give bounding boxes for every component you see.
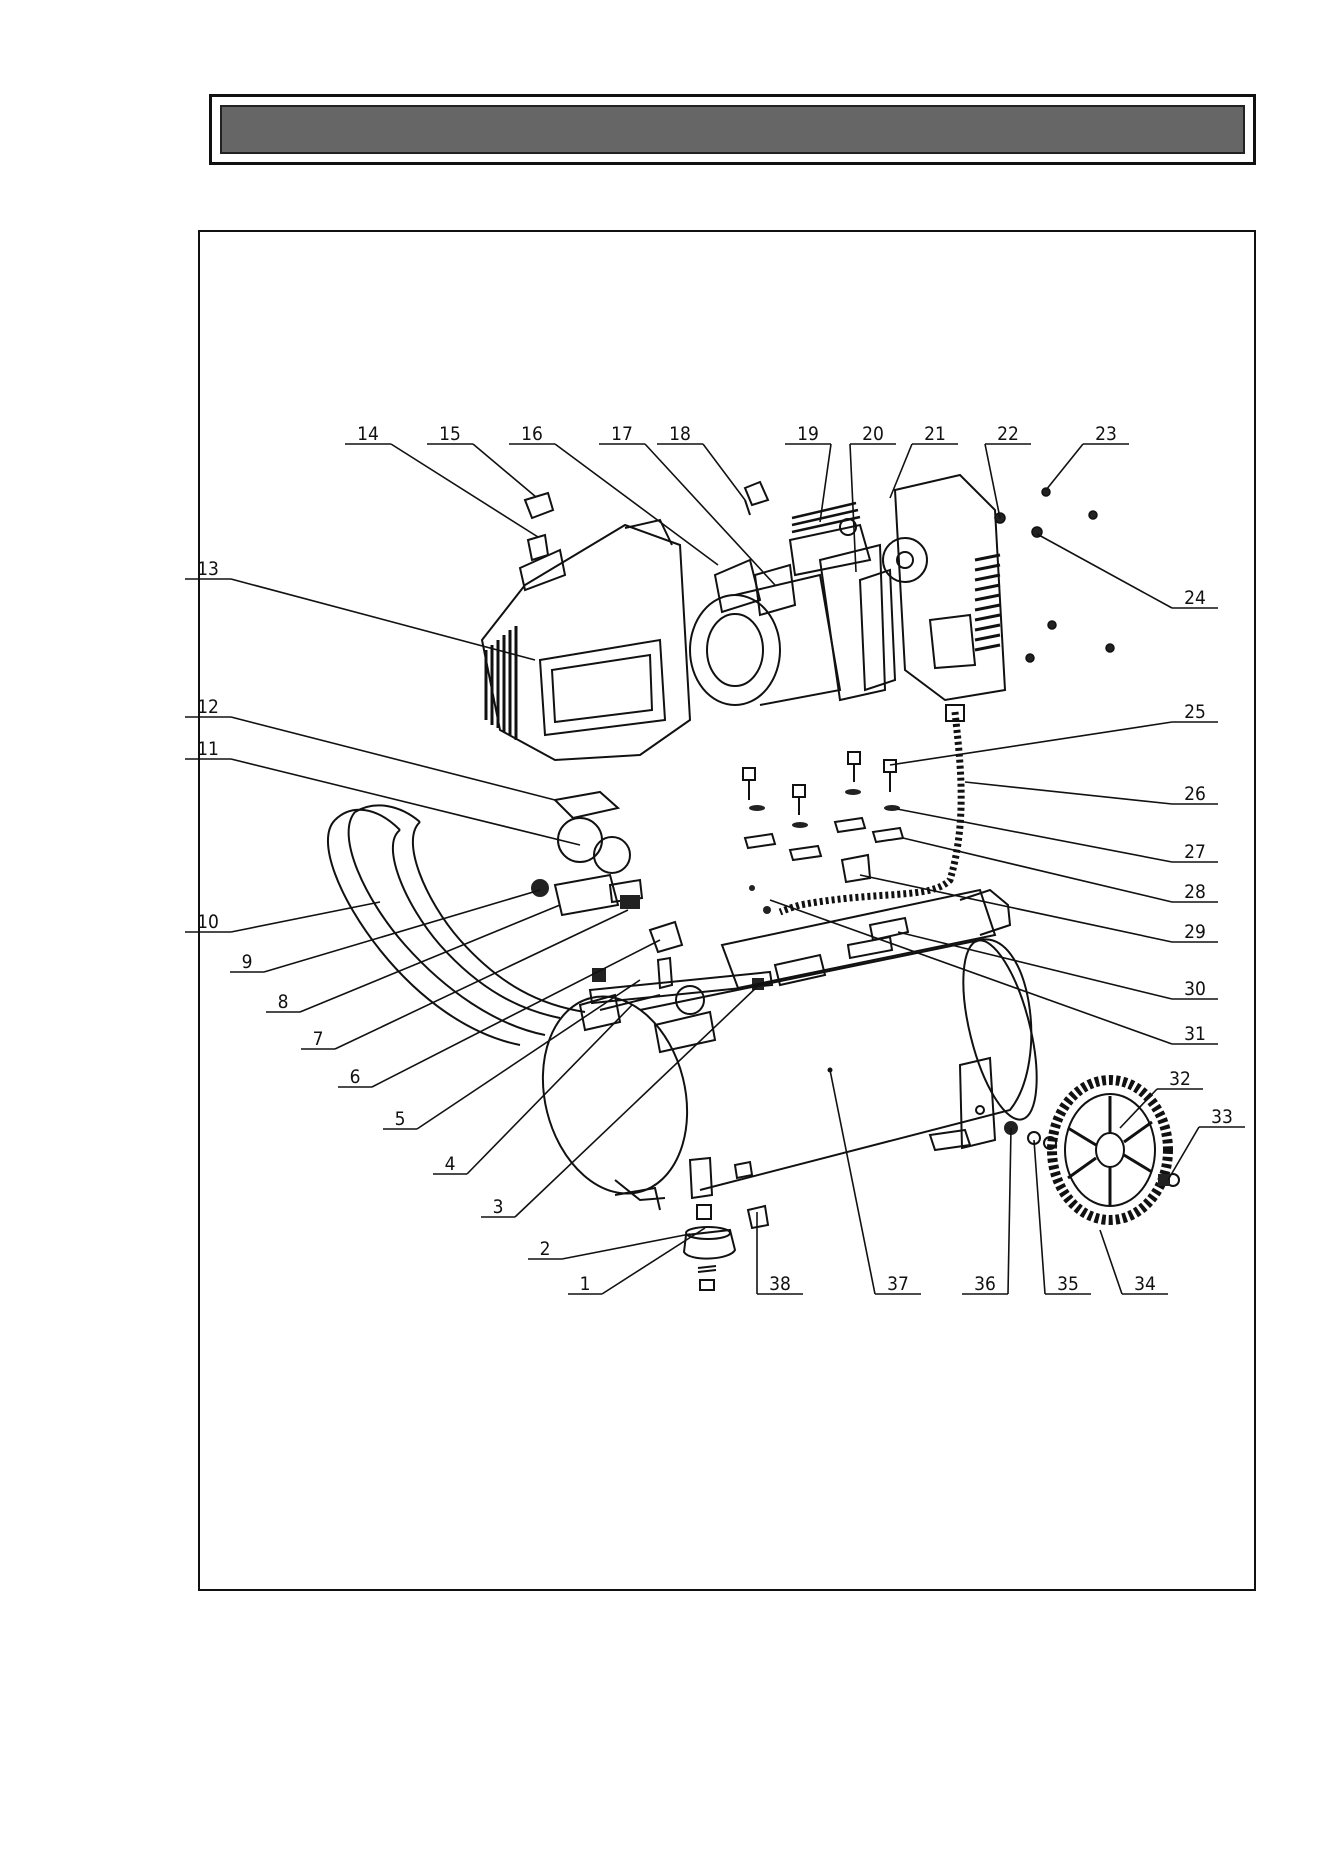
mount-hardware bbox=[743, 752, 903, 860]
callout-number: 3 bbox=[493, 1196, 504, 1218]
callout-number: 34 bbox=[1134, 1273, 1156, 1295]
leader-line bbox=[467, 1005, 632, 1174]
wheel bbox=[1004, 1080, 1179, 1220]
callout-number: 20 bbox=[862, 423, 884, 445]
callout-number: 31 bbox=[1184, 1023, 1206, 1045]
hose-and-switch bbox=[749, 705, 964, 914]
shroud-cover bbox=[482, 520, 690, 760]
leader-line bbox=[391, 444, 538, 537]
callout-number: 5 bbox=[395, 1108, 406, 1130]
leader-line bbox=[890, 722, 1172, 765]
callout-number: 1 bbox=[580, 1273, 591, 1295]
callout-number: 9 bbox=[242, 951, 253, 973]
leader-line bbox=[1100, 1230, 1122, 1294]
callout-number: 7 bbox=[313, 1028, 324, 1050]
callout-number: 32 bbox=[1169, 1068, 1191, 1090]
leader-line bbox=[473, 444, 536, 497]
callout-number: 28 bbox=[1184, 881, 1206, 903]
leader-line bbox=[417, 980, 640, 1129]
callout-number: 13 bbox=[197, 558, 219, 580]
callout-number: 29 bbox=[1184, 921, 1206, 943]
tank bbox=[523, 890, 1051, 1210]
regulator-manifold bbox=[531, 792, 772, 1052]
leader-line bbox=[231, 579, 535, 660]
callout-number: 18 bbox=[669, 423, 691, 445]
callout-number: 14 bbox=[357, 423, 379, 445]
callout-number: 36 bbox=[974, 1273, 996, 1295]
callout-number: 19 bbox=[797, 423, 819, 445]
leader-line bbox=[555, 444, 718, 565]
callout-number: 16 bbox=[521, 423, 543, 445]
leader-line bbox=[231, 759, 580, 845]
callout-number: 6 bbox=[350, 1066, 361, 1088]
leader-line bbox=[372, 940, 660, 1087]
top-clips bbox=[525, 493, 553, 560]
callout-number: 10 bbox=[197, 911, 219, 933]
callout-number: 2 bbox=[540, 1238, 551, 1260]
callout-number: 21 bbox=[924, 423, 946, 445]
callout-number: 24 bbox=[1184, 587, 1206, 609]
leader-line bbox=[515, 985, 759, 1217]
callout-number: 30 bbox=[1184, 978, 1206, 1000]
leader-line bbox=[602, 1228, 705, 1294]
screws bbox=[995, 488, 1114, 662]
foot-and-drain bbox=[684, 1205, 768, 1290]
leader-line bbox=[562, 1234, 690, 1259]
leader-line bbox=[898, 932, 1172, 999]
leader-line bbox=[231, 717, 555, 800]
callout-number: 35 bbox=[1057, 1273, 1079, 1295]
callout-number: 37 bbox=[887, 1273, 909, 1295]
callout-number: 38 bbox=[769, 1273, 791, 1295]
leader-line bbox=[770, 900, 1172, 1044]
leader-line bbox=[300, 905, 560, 1012]
leader-line bbox=[890, 444, 912, 498]
callout-number: 15 bbox=[439, 423, 461, 445]
callout-number: 12 bbox=[197, 696, 219, 718]
callout-number: 27 bbox=[1184, 841, 1206, 863]
leader-line bbox=[1034, 1140, 1045, 1294]
callout-number: 8 bbox=[278, 991, 289, 1013]
leader-line bbox=[645, 444, 775, 585]
callout-number: 33 bbox=[1211, 1106, 1233, 1128]
callout-number: 22 bbox=[997, 423, 1019, 445]
callout-number: 11 bbox=[197, 738, 219, 760]
rear-cover bbox=[883, 475, 1005, 700]
leader-line bbox=[703, 444, 745, 500]
callout-number: 23 bbox=[1095, 423, 1117, 445]
callout-number: 26 bbox=[1184, 783, 1206, 805]
leader-line bbox=[897, 809, 1172, 862]
callout-number: 25 bbox=[1184, 701, 1206, 723]
leader-line bbox=[1046, 444, 1083, 490]
callout-number: 17 bbox=[611, 423, 633, 445]
leader-line bbox=[965, 782, 1172, 804]
callout-number: 4 bbox=[445, 1153, 456, 1175]
leader-line bbox=[1008, 1128, 1011, 1294]
leader-line bbox=[830, 1070, 875, 1294]
leader-line bbox=[1037, 534, 1172, 608]
handle bbox=[328, 805, 585, 1045]
motor-assembly bbox=[690, 482, 895, 705]
